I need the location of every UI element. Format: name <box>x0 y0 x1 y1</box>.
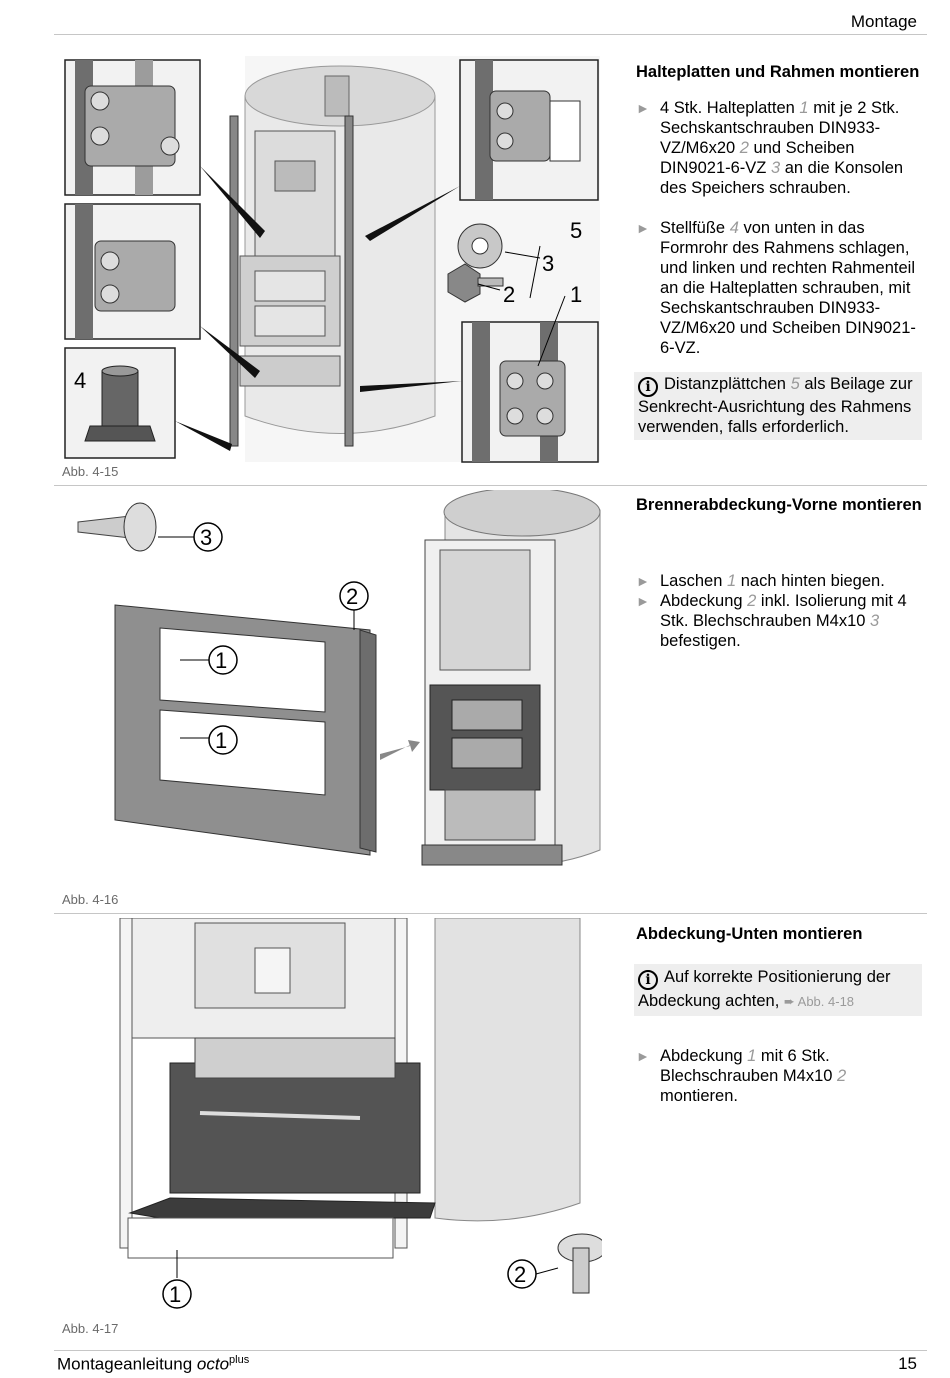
figure-label: 5 <box>570 218 582 243</box>
figure-label: 4 <box>74 368 86 393</box>
section-rule <box>54 913 927 914</box>
header-rule <box>54 34 927 35</box>
info-icon: i <box>638 377 658 397</box>
figure-4-15: 5 3 2 1 4 <box>60 56 602 466</box>
figure-label: 1 <box>215 648 227 673</box>
figure-label: 3 <box>542 251 554 276</box>
section-rule <box>54 485 927 486</box>
instruction-step: ► Stellfüße 4 von unten in das Formrohr … <box>636 219 916 357</box>
figure-label: 1 <box>215 728 227 753</box>
step-arrow-icon: ► <box>636 573 650 589</box>
step-arrow-icon: ► <box>636 220 650 236</box>
step-arrow-icon: ► <box>636 100 650 116</box>
instruction-step: ► Abdeckung 1 mit 6 Stk. Blechschrauben … <box>636 1047 847 1105</box>
section-heading: Halteplatten und Rahmen montieren <box>636 63 920 81</box>
figure-caption: Abb. 4-17 <box>62 1321 119 1336</box>
figure-4-17: 1 2 <box>60 918 602 1318</box>
figure-label: 1 <box>169 1282 181 1307</box>
figure-caption: Abb. 4-15 <box>62 464 119 479</box>
footer-title: Montageanleitung octoplus <box>57 1354 250 1374</box>
figure-label: 3 <box>200 525 212 550</box>
section-heading: Abdeckung-Unten montieren <box>636 925 863 943</box>
figure-caption: Abb. 4-16 <box>62 892 119 907</box>
page-number: 15 <box>898 1354 917 1373</box>
instruction-step: ► Laschen 1 nach hinten biegen. <box>636 572 885 590</box>
section-heading: Brennerabdeckung-Vorne montieren <box>636 496 922 514</box>
info-icon: i <box>638 970 658 990</box>
figure-label: 2 <box>503 282 515 307</box>
instruction-step: ► Abdeckung 2 inkl. Isolierung mit 4 Stk… <box>636 592 907 650</box>
section-halteplatten: Halteplatten und Rahmen montieren ► 4 St… <box>634 62 922 440</box>
figure-label: 1 <box>570 282 582 307</box>
figure-label: 2 <box>346 584 358 609</box>
step-arrow-icon: ► <box>636 593 650 609</box>
section-header: Montage <box>850 12 917 31</box>
cross-reference-link[interactable]: ➨ Abb. 4-18 <box>783 994 855 1009</box>
section-brennerabdeckung: Brennerabdeckung-Vorne montieren ► Lasch… <box>636 495 922 651</box>
instruction-step: ► 4 Stk. Halteplatten 1 mit je 2 Stk. Se… <box>636 99 904 197</box>
footer-rule <box>54 1350 927 1351</box>
figure-4-16: 3 1 1 2 <box>60 490 602 885</box>
figure-label: 2 <box>514 1262 526 1287</box>
step-arrow-icon: ► <box>636 1048 650 1064</box>
